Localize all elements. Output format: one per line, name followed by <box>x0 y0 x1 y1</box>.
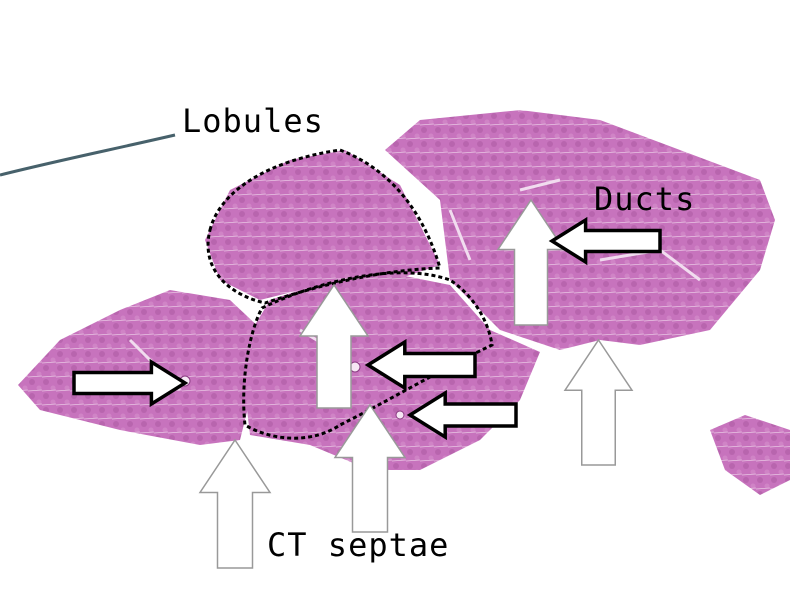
duct-arrow-left <box>406 389 518 441</box>
lobule-outlines <box>206 148 494 440</box>
arrows <box>72 198 662 569</box>
septa-arrow-up <box>198 438 272 569</box>
duct-arrow-right <box>72 358 189 408</box>
tissue-left-lobe <box>18 290 262 445</box>
ct-septae-label: CT septae <box>267 526 450 564</box>
septa-arrow-up <box>496 198 566 326</box>
septa-arrow-up <box>563 338 634 466</box>
duct-arrow-left <box>548 216 662 266</box>
tissue-small-fragment <box>710 415 790 495</box>
lobule-outline-lower <box>242 271 494 440</box>
duct-arrow-left <box>364 338 477 392</box>
ducts-label: Ducts <box>594 180 696 218</box>
lobule-outline-upper <box>206 148 442 305</box>
lobules-label: Lobules <box>182 102 324 140</box>
septa-arrow-up <box>298 283 370 409</box>
fiber-strand <box>0 133 176 177</box>
tissue <box>18 110 790 495</box>
duct <box>395 410 405 420</box>
tissue-upper-lobule <box>205 150 440 300</box>
septa-arrow-up <box>333 403 407 533</box>
